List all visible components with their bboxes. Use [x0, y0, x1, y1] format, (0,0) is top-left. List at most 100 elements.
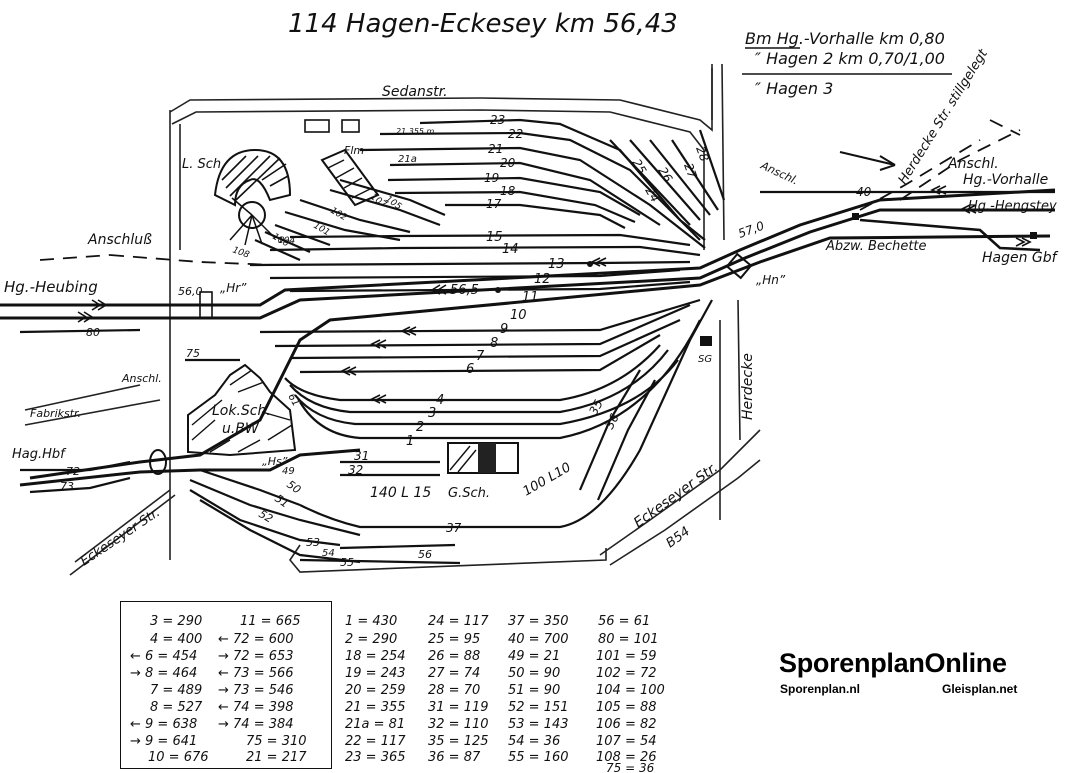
legend-entry: 28 = 70	[428, 683, 480, 698]
diagram-title: 114 Hagen-Eckesey km 56,43	[288, 9, 678, 39]
label-hr-signal: „Hr”	[220, 281, 247, 295]
label-abzw-bechette: Abzw. Bechette	[825, 239, 927, 254]
track-label: 27	[681, 161, 700, 180]
label-anschl-right: Anschl.	[947, 156, 999, 172]
track-label: 26	[655, 165, 675, 186]
track-length-legend-box	[120, 601, 332, 769]
label-lok-sch: Lok.Sch.	[212, 403, 271, 419]
watermark-right-link[interactable]: Gleisplan.net	[942, 682, 1018, 696]
track-label: 12	[534, 272, 551, 287]
track-label: 14	[502, 242, 519, 257]
label-herdecke: Herdecke	[740, 353, 756, 420]
track-label: 19	[484, 171, 499, 185]
legend-entry: ← 74 = 398	[218, 700, 294, 715]
track-label: 21	[488, 142, 503, 156]
legend-entry: → 74 = 384	[218, 717, 294, 732]
legend-entry: 20 = 259	[345, 683, 406, 698]
legend-entry: ← 72 = 600	[218, 632, 294, 647]
legend-entry: 4 = 400	[150, 632, 202, 647]
legend-entry: → 8 = 464	[130, 666, 197, 681]
label-anschluss-left: Anschluß	[87, 232, 152, 248]
label-sedanstr: Sedanstr.	[382, 84, 448, 100]
track-label: 28	[693, 144, 712, 163]
legend-entry: 8 = 527	[150, 700, 203, 715]
label-fabrikstr: Fabrikstr.	[30, 407, 81, 420]
track-label: 1	[406, 434, 414, 449]
legend-entry: 52 = 151	[508, 700, 569, 715]
legend-entry: 37 = 350	[508, 614, 569, 629]
legend-entry: 80 = 101	[598, 632, 659, 647]
legend-entry: 35 = 125	[428, 734, 489, 749]
label-hg-hengstey: Hg.-Hengstey	[968, 199, 1057, 214]
label-hs-signal: „Hs”	[262, 455, 288, 468]
track-label: 72	[66, 465, 80, 478]
legend-entry: 55 = 160	[508, 750, 569, 765]
legend-entry: → 9 = 641	[130, 734, 197, 749]
track-label: 35	[586, 397, 606, 417]
track-label: 49	[282, 466, 295, 477]
yard-tracks	[19, 118, 1055, 565]
legend-entry: 31 = 119	[428, 700, 489, 715]
legend-entry: 24 = 117	[428, 614, 489, 629]
legend-entry: 51 = 90	[508, 683, 560, 698]
legend-entry: 18 = 254	[345, 649, 406, 664]
benchmark-line-2: ″ Hagen 2 km 0,70/1,00	[755, 49, 945, 68]
label-hagen-gbf: Hagen Gbf	[982, 250, 1059, 266]
legend-entry: 106 = 82	[596, 717, 657, 732]
track-label: 56	[418, 548, 432, 561]
legend-entry: 7 = 489	[150, 683, 202, 698]
track-label: 80	[86, 326, 100, 339]
label-flm: Flm	[344, 144, 364, 157]
legend-entry: 10 = 676	[148, 750, 209, 765]
label-l-sch: L. Sch	[182, 157, 221, 172]
track-label: 73	[60, 480, 74, 493]
benchmark-line-1: Bm Hg.-Vorhalle km 0,80	[745, 29, 945, 48]
legend-entry: ← 6 = 454	[130, 649, 197, 664]
label-length-21: 21 355 m	[396, 127, 435, 136]
track-label: 8	[490, 336, 498, 351]
label-u-bw: u.BW	[222, 421, 260, 437]
track-label: 22	[508, 127, 523, 141]
streets-layer	[24, 63, 1021, 576]
label-sg: SG	[698, 354, 712, 365]
track-label: 3	[428, 406, 436, 421]
track-label: 23	[490, 113, 505, 127]
track-label: 15	[486, 230, 503, 245]
legend-entry: 40 = 700	[508, 632, 569, 647]
legend-entry: 32 = 110	[428, 717, 489, 732]
legend-entry: → 72 = 653	[218, 649, 294, 664]
buildings-layer	[187, 119, 753, 474]
legend-entry: 21a = 81	[345, 717, 405, 732]
watermark-left-link[interactable]: Sporenplan.nl	[780, 682, 861, 696]
label-hg-vorhalle: Hg.-Vorhalle	[963, 172, 1048, 188]
track-label: 55	[340, 556, 354, 569]
track-label: 18	[500, 184, 516, 198]
track-label: 9	[500, 322, 508, 337]
legend-entry: 108 = 26	[596, 750, 657, 765]
track-label: 37	[446, 521, 462, 535]
switch-markers	[77, 185, 1032, 404]
legend-entry: 50 = 90	[508, 666, 560, 681]
track-label: 10	[510, 308, 527, 323]
track-label: 7	[476, 349, 485, 364]
legend-entry: 104 = 100	[596, 683, 665, 698]
track-label: 104	[278, 236, 295, 246]
track-label: 25	[629, 157, 649, 177]
watermark-title: SporenplanOnline	[779, 648, 1007, 678]
label-140-l15: 140 L 15	[370, 485, 431, 501]
legend-entry: 3 = 290	[150, 614, 202, 629]
legend-entry: 101 = 59	[596, 649, 657, 664]
legend-entry: 75 = 310	[246, 734, 307, 749]
track-label: 54	[322, 548, 335, 559]
legend-entry: 49 = 21	[508, 649, 560, 664]
legend-entry: 75 = 36	[606, 761, 655, 773]
label-km-560: 56,0	[178, 285, 203, 298]
legend-entry: 102 = 72	[596, 666, 657, 681]
track-label: 20	[500, 156, 516, 170]
label-anschl-left: Anschl.	[121, 372, 162, 385]
main-tracks	[0, 188, 1056, 487]
track-label: 4	[436, 393, 444, 408]
legend-entry: 36 = 87	[428, 750, 481, 765]
track-label: 31	[354, 449, 369, 463]
